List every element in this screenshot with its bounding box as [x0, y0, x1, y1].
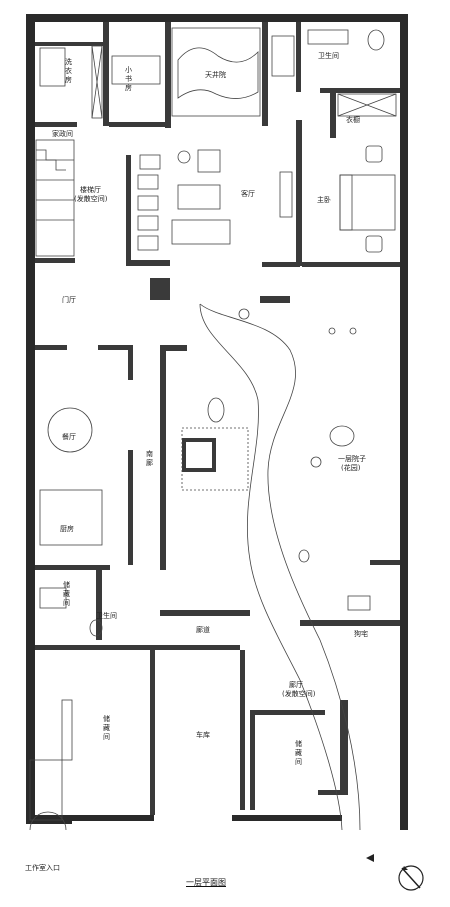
room-label-garden: 一层院子 [338, 455, 366, 463]
outer-walls [26, 14, 408, 830]
room-label-walkway: 廊道 [196, 626, 210, 634]
room-label-storage-b: 储藏间 [103, 715, 110, 741]
room-label-garden-note: (花园) [341, 464, 361, 472]
room-label-bathroom-main: 卫生间 [318, 52, 339, 60]
room-label-studio-entrance: 工作室入口 [25, 864, 60, 872]
room-label-kitchen: 厨房 [60, 525, 74, 533]
room-label-courtyard-well: 天井院 [205, 71, 226, 79]
room-label-doghouse: 狗宅 [354, 630, 368, 638]
room-label-living: 客厅 [241, 190, 255, 198]
room-label-stair-hall: 楼梯厅 [80, 186, 101, 194]
room-label-storage-a: 储藏间 [63, 581, 70, 607]
room-label-housekeeping: 家政间 [52, 130, 73, 138]
north-arrow-icon [398, 865, 424, 891]
room-label-closet: 衣橱 [346, 116, 360, 124]
room-label-entry-hall-note: (发散空间) [282, 690, 316, 698]
plan-title: 一层平面图 [186, 878, 226, 887]
room-label-study: 小书房 [125, 66, 132, 92]
entry-arrow-icon [366, 854, 374, 862]
room-label-master-bedroom: 主卧 [317, 196, 331, 204]
room-label-dining: 餐厅 [62, 433, 76, 441]
room-label-corridor: 南廊 [146, 450, 153, 467]
room-label-garage: 车库 [196, 731, 210, 739]
room-label-laundry: 洗衣房 [65, 58, 72, 84]
room-label-foyer: 门厅 [62, 296, 76, 304]
room-label-stair-hall-note: (发散空间) [74, 195, 108, 203]
room-label-entry-hall: 廊厅 [289, 681, 303, 689]
inner-walls [35, 22, 400, 815]
room-label-powder-room: 卫生间 [96, 612, 117, 620]
room-label-storage-c: 储藏间 [295, 740, 302, 766]
furniture-lines [29, 27, 397, 831]
